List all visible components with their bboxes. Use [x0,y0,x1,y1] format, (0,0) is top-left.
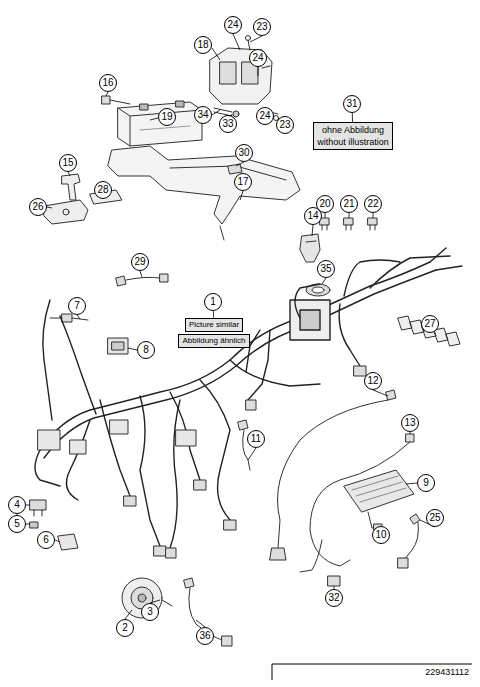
node-text: 24 [227,20,238,30]
node-text: 11 [251,434,261,444]
node-text: 2 [122,623,128,633]
node-text: 1 [210,297,216,307]
node-text: Abbildung ähnlich [182,336,245,346]
callout-number: 28 [94,181,112,199]
callout-number: 34 [194,106,212,124]
node-text: 34 [197,110,208,120]
node-text: 28 [97,185,108,195]
callout-number: 10 [372,526,390,544]
node-text: 20 [319,199,330,209]
node-text: 27 [424,319,435,329]
callout-number: 13 [401,414,419,432]
node-text: 24 [252,53,263,63]
node-text: 4 [14,500,20,510]
node-text: 7 [74,301,80,311]
callout-number: 20 [316,195,334,213]
node-text: 26 [32,202,43,212]
note-box: Picture similar [185,318,243,332]
node-text: 24 [259,111,270,121]
callout-number: 8 [137,341,155,359]
callout-number: 18 [194,36,212,54]
callout-number: 4 [8,496,26,514]
node-text: Picture similar [189,320,239,330]
drawing-number: 229431112 [424,667,470,677]
callout-number: 27 [421,315,439,333]
node-text: 22 [367,199,378,209]
node-text: 8 [143,345,149,355]
leader-line [352,113,353,122]
note-box: ohne Abbildungwithout illustration [313,122,393,150]
node-text: 9 [423,478,429,488]
callout-number: 23 [253,18,271,36]
callout-number: 15 [59,154,77,172]
node-text: 15 [62,158,73,168]
node-text: 12 [367,376,378,386]
callout-number: 24 [224,16,242,34]
node-text: 25 [429,513,440,523]
node-text: 10 [375,530,386,540]
callout-number: 31 [343,95,361,113]
callout-number: 30 [235,144,253,162]
callout-number: 17 [234,173,252,191]
leader-line [213,311,214,318]
callout-number: 29 [131,253,149,271]
callout-number: 24 [249,49,267,67]
callout-number: 16 [99,74,117,92]
callout-number: 11 [247,430,265,448]
callout-number: 24 [256,107,274,125]
node-text: 14 [307,211,318,221]
callout-number: 26 [29,198,47,216]
callout-number: 6 [37,531,55,549]
node-text: 6 [43,535,49,545]
callout-number: 36 [196,627,214,645]
callout-number: 32 [325,589,343,607]
callout-number: 2 [116,619,134,637]
callout-number: 12 [364,372,382,390]
node-text: 19 [161,112,172,122]
node-text: 32 [328,593,339,603]
node-text: 13 [404,418,415,428]
callout-number: 21 [340,195,358,213]
callout-number: 23 [276,116,294,134]
node-text: 31 [346,99,357,109]
node-text: 30 [238,148,249,158]
node-text: 18 [197,40,208,50]
node-text: 3 [147,607,153,617]
callout-number: 9 [417,474,435,492]
node-text: 21 [343,199,354,209]
callout-number: 1 [204,293,222,311]
callout-number: 35 [317,260,335,278]
callout-number: 3 [141,603,159,621]
node-text: 33 [222,119,233,129]
node-text: 17 [237,177,248,187]
callout-number: 25 [426,509,444,527]
node-text: ohne Abbildung [317,124,389,136]
node-text: 36 [199,631,210,641]
node-text: 23 [256,22,267,32]
callout-number: 19 [158,108,176,126]
callout-number: 7 [68,297,86,315]
node-text: 35 [320,264,331,274]
callout-number: 33 [219,115,237,133]
callout-number: 5 [8,515,26,533]
node-text: 23 [279,120,290,130]
node-text: without illustration [317,136,389,148]
node-text: 5 [14,519,20,529]
node-text: 16 [102,78,113,88]
note-box: Abbildung ähnlich [178,334,249,348]
callout-number: 22 [364,195,382,213]
node-text: 29 [134,257,145,267]
